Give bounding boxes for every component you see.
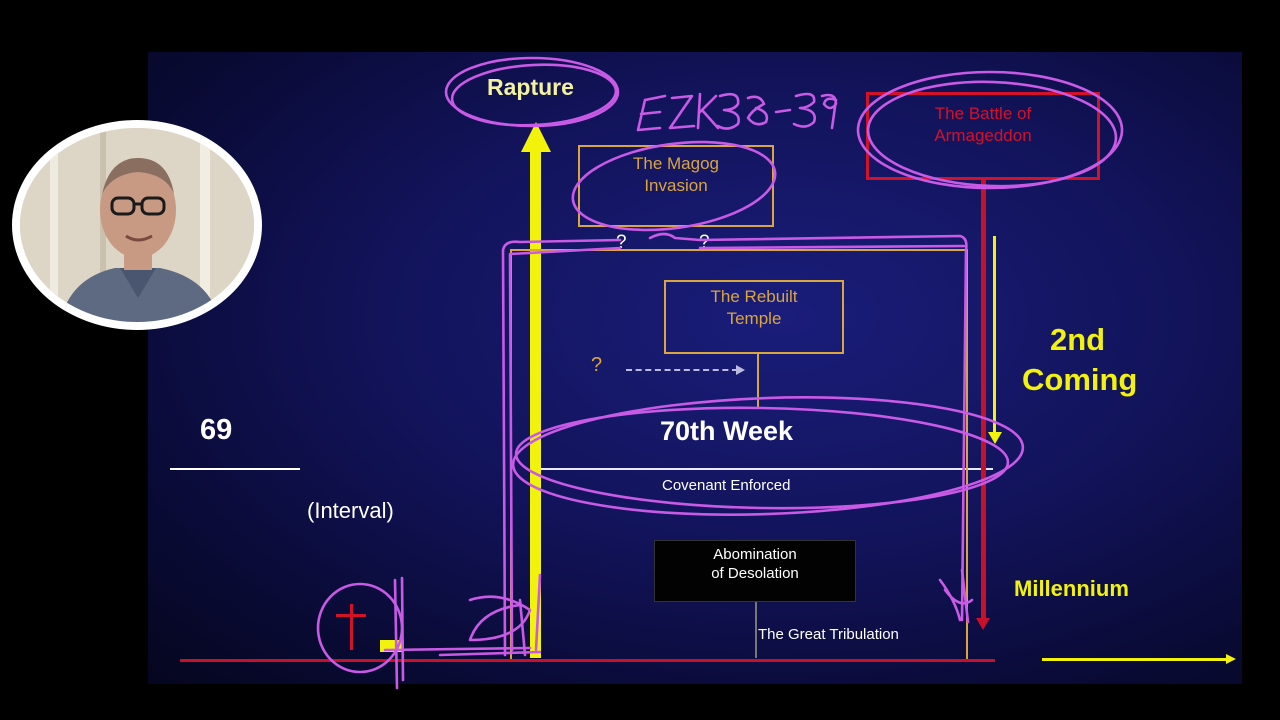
second-coming-arrow-shaft [993, 236, 996, 436]
timeline-70th-week-line [538, 468, 993, 470]
millennium-arrow-head [1226, 654, 1236, 664]
millennium-arrow-line [1042, 658, 1230, 661]
magog-line-1: The Magog [633, 154, 719, 173]
armageddon-box: The Battle of Armageddon [866, 92, 1100, 180]
presenter-webcam [12, 120, 262, 330]
great-tribulation-label: The Great Tribulation [758, 626, 899, 643]
armageddon-red-arrowhead [976, 618, 990, 630]
yellow-marker [380, 640, 404, 652]
question-mark-3: ? [591, 354, 603, 376]
temple-connector [757, 352, 759, 407]
abomination-box: Abomination of Desolation [654, 540, 856, 602]
dashed-arrow [626, 369, 738, 371]
rapture-arrow-head [521, 122, 551, 152]
abomination-connector [755, 600, 757, 658]
cross-marker-vertical [350, 604, 353, 650]
interval-label: (Interval) [307, 498, 394, 523]
covenant-label: Covenant Enforced [662, 477, 791, 494]
magog-invasion-box: The Magog Invasion [578, 145, 774, 227]
tribulation-frame-top [510, 249, 968, 251]
tribulation-frame-left [510, 249, 512, 659]
presenter-video [20, 128, 254, 322]
millennium-label: Millennium [1014, 576, 1129, 601]
cross-marker-horizontal [336, 614, 366, 617]
question-mark-1: ? [616, 232, 627, 253]
second-coming-arrow-head [988, 432, 1002, 444]
timeline-69-line [170, 468, 300, 470]
question-mark-2: ? [699, 232, 710, 253]
second-coming-line-1: 2nd [1050, 322, 1106, 357]
armageddon-red-line [981, 178, 986, 620]
armageddon-line-1: The Battle of [934, 104, 1032, 123]
presenter-figure [20, 128, 254, 322]
rapture-arrow-shaft [530, 150, 541, 658]
rebuilt-temple-box: The Rebuilt Temple [664, 280, 844, 354]
rapture-label: Rapture [487, 74, 574, 100]
timeline-base-red [180, 659, 995, 662]
seventieth-week-label: 70th Week [660, 416, 794, 446]
tribulation-frame-right [966, 249, 968, 659]
temple-line-2: Temple [726, 309, 782, 328]
temple-line-1: The Rebuilt [710, 287, 798, 306]
dashed-arrow-head [736, 365, 745, 375]
second-coming-line-2: Coming [1022, 362, 1138, 397]
armageddon-line-2: Armageddon [934, 126, 1032, 145]
abomination-line-2: of Desolation [711, 565, 799, 582]
weeks-69-label: 69 [200, 414, 233, 446]
magog-line-2: Invasion [644, 176, 708, 195]
abomination-line-1: Abomination [713, 546, 797, 563]
